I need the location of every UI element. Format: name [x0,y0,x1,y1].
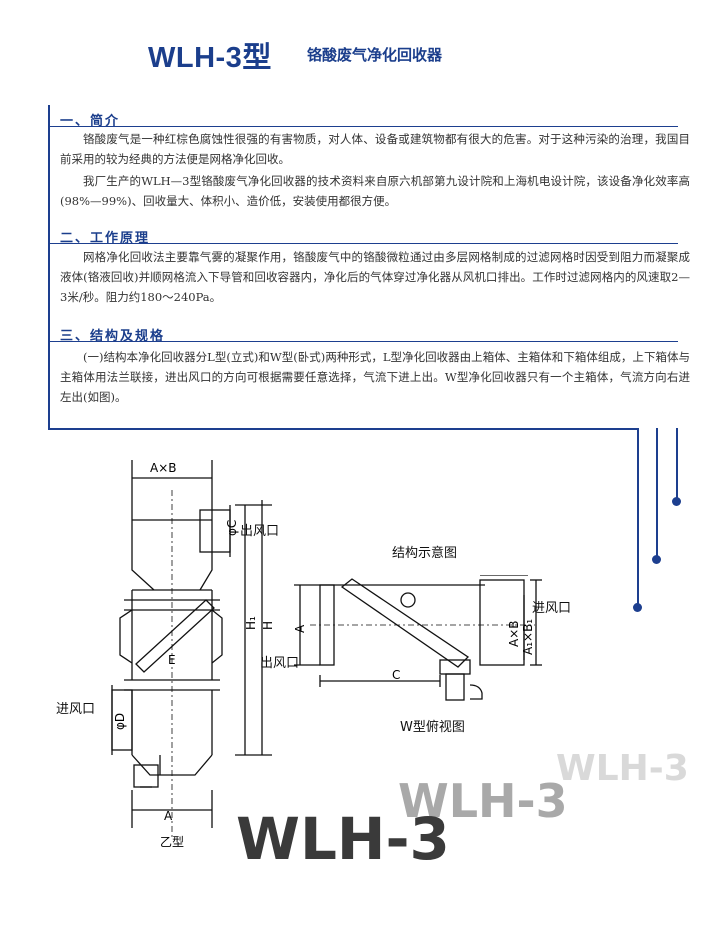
watermark-small: WLH-3 [556,748,689,789]
section-heading-structure: 三、结构及规格 [60,329,166,344]
section-rule-intro [48,126,678,127]
label-dim-h1: H₁ [244,616,258,630]
section-principle-para: 网格净化回收法主要靠气雾的凝聚作用，铬酸废气中的铬酸微粒通过由多层网格制成的过滤… [60,250,690,304]
label-left-outlet: 出风口 [240,524,280,539]
page-subtitle: 铬酸废气净化回收器 [307,46,443,64]
frame-left-rule [48,105,50,430]
section-rule-principle [48,243,678,244]
label-dim-d: φD [113,713,127,730]
label-right-outlet: 出风口 [260,656,300,671]
diagram-l-type: A×B φC H₁ H E φD A 乙型 [111,460,275,849]
connector-dot-1 [633,603,642,612]
label-w-dim-a: A [293,624,307,633]
page-title: WLH-3型 [148,42,272,74]
label-dim-h: H [261,621,275,630]
caption-w-type: W型俯视图 [400,720,465,735]
watermark-large: WLH-3 [236,805,450,873]
label-dim-e: E [168,653,176,667]
label-w-dim-a1xb1: A₁×B₁ [521,619,535,655]
label-w-dim-axb: A×B [507,621,521,648]
section-rule-structure [48,341,678,342]
connector-dot-3 [672,497,681,506]
section-intro-para-2: 我厂生产的WLH—3型铬酸废气净化回收器的技术资料来自原六机部第九设计院和上海机… [60,174,690,208]
section-heading-intro: 一、简介 [60,114,121,129]
label-w-dim-c: C [392,668,400,682]
watermark-medium: WLH-3 [398,774,568,828]
connector-dot-2 [652,555,661,564]
caption-l-type: 乙型 [160,835,184,849]
label-bottom-dim: A [164,809,173,823]
connector-line-1 [637,428,639,606]
connector-line-2 [656,428,658,558]
label-right-title: 结构示意图 [392,546,458,561]
label-left-inlet: 进风口 [56,702,96,717]
label-right-inlet: 进风口 [532,601,572,616]
label-top-dim: A×B [150,461,177,475]
label-dim-c: φC [225,520,239,536]
connector-line-3 [676,428,678,500]
section-heading-principle: 二、工作原理 [60,231,151,246]
section-intro-para-1: 铬酸废气是一种红棕色腐蚀性很强的有害物质，对人体、设备或建筑物都有很大的危害。对… [60,132,690,166]
section-structure-para: (一)结构本净化回收器分L型(立式)和W型(卧式)两种形式，L型净化回收器由上箱… [60,350,690,404]
frame-bottom-rule [48,428,638,430]
diagram-w-type: A C A×B A₁×B₁ [293,575,542,701]
